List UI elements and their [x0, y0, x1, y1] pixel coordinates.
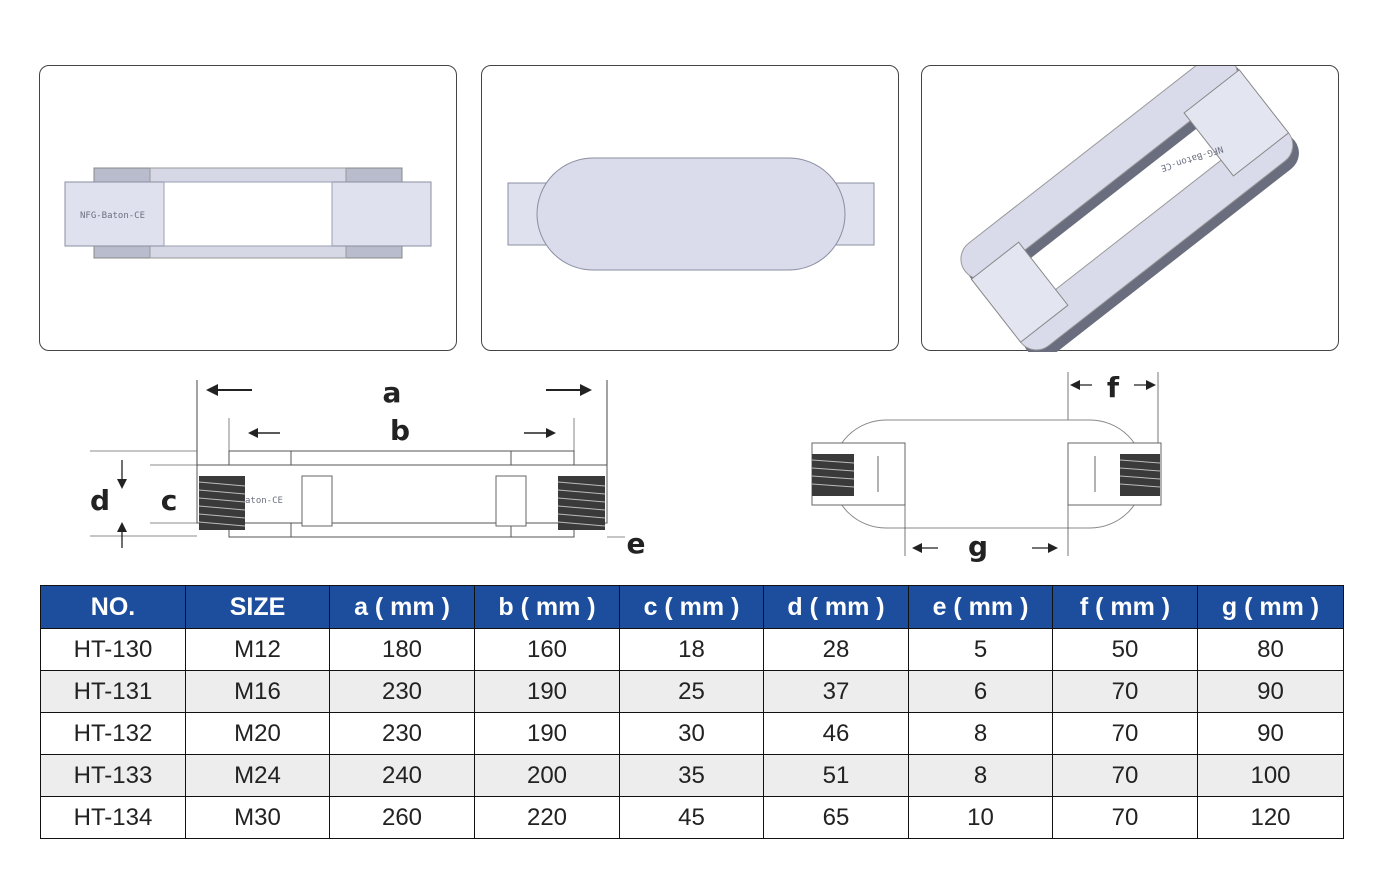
cell-g: 90 [1197, 670, 1344, 713]
dimension-label-g: g [968, 530, 988, 563]
side-drawing-svg: f g [811, 371, 1162, 563]
engraving-text: NFG-Baton-CE [80, 211, 145, 221]
cell-c: 35 [619, 754, 764, 797]
specification-table: NO. SIZE a ( mm ) b ( mm ) c ( mm ) d ( … [40, 585, 1344, 839]
cell-a: 260 [329, 796, 475, 839]
product-photo-top-view: NFG-Baton-CE [39, 65, 457, 351]
header-b: b ( mm ) [474, 585, 620, 629]
cell-g: 120 [1197, 796, 1344, 839]
cell-g: 100 [1197, 754, 1344, 797]
cell-f: 70 [1052, 754, 1198, 797]
table-row: HT-132 M20 230 190 30 46 8 70 90 [40, 712, 1344, 755]
dimension-drawing-front: a b d c [80, 368, 660, 568]
cell-g: 80 [1197, 628, 1344, 671]
dimension-label-a: a [383, 376, 402, 409]
cell-b: 160 [474, 628, 620, 671]
cell-a: 240 [329, 754, 475, 797]
shackle-side-view-illustration [507, 157, 875, 271]
table-row: HT-130 M12 180 160 18 28 5 50 80 [40, 628, 1344, 671]
cell-e: 5 [908, 628, 1053, 671]
dimension-label-d: d [90, 484, 110, 517]
cell-size: M12 [185, 628, 330, 671]
cell-f: 50 [1052, 628, 1198, 671]
shackle-top-view-illustration: NFG-Baton-CE [64, 167, 432, 259]
cell-e: 10 [908, 796, 1053, 839]
header-e: e ( mm ) [908, 585, 1053, 629]
header-f: f ( mm ) [1052, 585, 1198, 629]
product-photo-perspective-view: NFG-Baton-CE [921, 65, 1339, 352]
cell-c: 25 [619, 670, 764, 713]
cell-d: 65 [763, 796, 909, 839]
cell-a: 180 [329, 628, 475, 671]
shackle-perspective-illustration: NFG-Baton-CE [960, 66, 1299, 352]
cell-b: 220 [474, 796, 620, 839]
header-a: a ( mm ) [329, 585, 475, 629]
cell-no: HT-130 [40, 628, 186, 671]
cell-b: 190 [474, 670, 620, 713]
cell-no: HT-134 [40, 796, 186, 839]
cell-a: 230 [329, 712, 475, 755]
cell-c: 18 [619, 628, 764, 671]
cell-e: 8 [908, 754, 1053, 797]
product-photo-side-view [481, 65, 899, 351]
cell-size: M30 [185, 796, 330, 839]
front-drawing-svg: a b d c [90, 376, 646, 560]
header-g: g ( mm ) [1197, 585, 1344, 629]
header-size: SIZE [185, 585, 330, 629]
header-c: c ( mm ) [619, 585, 764, 629]
cell-size: M24 [185, 754, 330, 797]
cell-no: HT-132 [40, 712, 186, 755]
cell-e: 6 [908, 670, 1053, 713]
cell-no: HT-133 [40, 754, 186, 797]
cell-b: 200 [474, 754, 620, 797]
cell-d: 46 [763, 712, 909, 755]
dimension-label-b: b [390, 414, 410, 447]
dimension-drawing-side: f g [800, 368, 1180, 568]
cell-d: 28 [763, 628, 909, 671]
cell-a: 230 [329, 670, 475, 713]
header-no: NO. [40, 585, 186, 629]
cell-size: M20 [185, 712, 330, 755]
drawing-engraving-text: aton-CE [245, 496, 283, 506]
table-row: HT-134 M30 260 220 45 65 10 70 120 [40, 796, 1344, 839]
table-row: HT-133 M24 240 200 35 51 8 70 100 [40, 754, 1344, 797]
table-row: HT-131 M16 230 190 25 37 6 70 90 [40, 670, 1344, 713]
dimension-label-e: e [627, 527, 646, 560]
cell-f: 70 [1052, 712, 1198, 755]
cell-b: 190 [474, 712, 620, 755]
cell-g: 90 [1197, 712, 1344, 755]
header-d: d ( mm ) [763, 585, 909, 629]
table-header-row: NO. SIZE a ( mm ) b ( mm ) c ( mm ) d ( … [40, 585, 1344, 629]
cell-d: 51 [763, 754, 909, 797]
cell-d: 37 [763, 670, 909, 713]
cell-size: M16 [185, 670, 330, 713]
dimension-label-f: f [1107, 371, 1120, 404]
cell-c: 45 [619, 796, 764, 839]
cell-f: 70 [1052, 670, 1198, 713]
cell-c: 30 [619, 712, 764, 755]
cell-no: HT-131 [40, 670, 186, 713]
dimension-label-c: c [161, 484, 178, 517]
cell-e: 8 [908, 712, 1053, 755]
cell-f: 70 [1052, 796, 1198, 839]
